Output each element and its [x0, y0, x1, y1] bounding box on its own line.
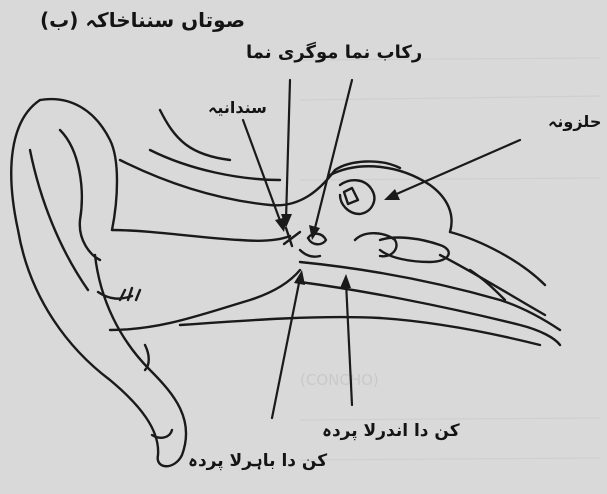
label-cochlea: حلزونہ	[548, 112, 601, 131]
cochlea-arrow	[392, 140, 520, 196]
anvil-arrow	[243, 120, 282, 226]
ossicles	[284, 228, 326, 257]
background-text: (CONCHO)	[300, 371, 379, 389]
label-outer-eardrum: کن دا باہرلا پردہ	[188, 450, 327, 471]
label-stirrup-hammer: رکاب نما موگری نما	[246, 42, 422, 63]
inner-ear	[180, 166, 560, 345]
pointer-arrows	[243, 80, 520, 418]
label-anvil: سندانیہ	[208, 98, 267, 117]
ear-canal	[110, 110, 400, 330]
diagram-title: صوتاں سنناخاکہ (ب)	[40, 8, 245, 32]
hammer-arrow	[286, 80, 290, 220]
label-inner-eardrum: کن دا اندرلا پردہ	[322, 420, 460, 441]
outer-eardrum-arrow	[272, 278, 300, 418]
